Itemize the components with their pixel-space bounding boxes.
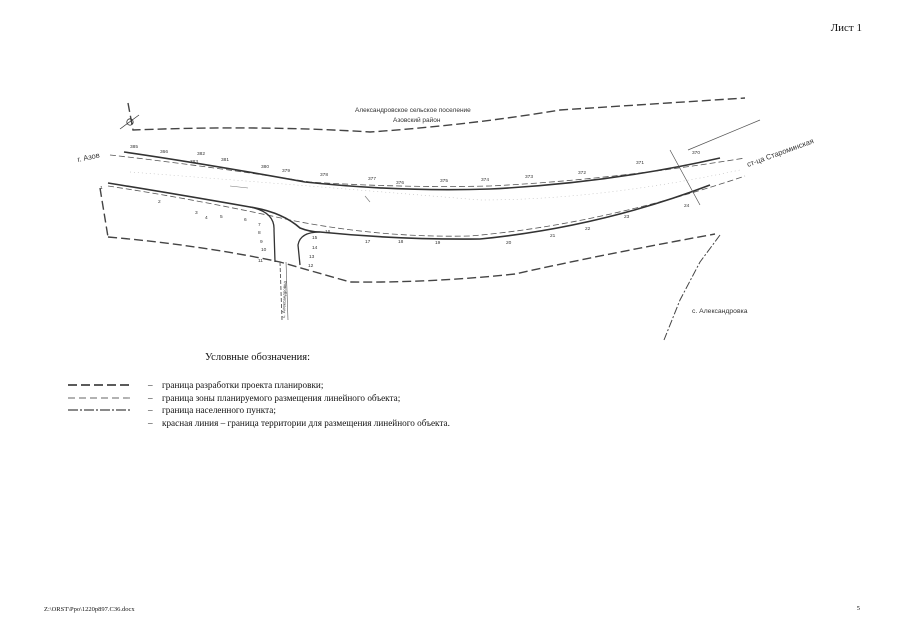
point-label: 18 [398, 239, 404, 245]
point-label: 380 [261, 164, 269, 170]
point-label: 4 [205, 215, 208, 221]
point-label: 376 [396, 180, 404, 186]
point-label: 370 [692, 150, 700, 156]
red-line-lower [107, 182, 711, 240]
point-label: 23 [624, 214, 630, 220]
legend-item-text: граница разработки проекта планировки; [162, 380, 324, 391]
corridor-bottom-line [107, 175, 746, 237]
point-label: 371 [636, 160, 644, 166]
point-label: 15 [312, 235, 318, 241]
legend-item-text: граница населенного пункта; [162, 405, 276, 416]
dashed-heavy-line-icon [68, 384, 132, 387]
road-starominskaya-label: ст-ца Староминская [746, 136, 815, 169]
legend-item-object-zone: – граница зоны планируемого размещения л… [68, 392, 450, 405]
point-label: 13 [309, 254, 315, 260]
point-label: 10 [261, 247, 267, 253]
south-road [279, 261, 283, 321]
road-aleksandrovka-label: с. Александровка [692, 308, 748, 315]
point-label: 21 [550, 233, 556, 239]
planning-boundary-left [99, 187, 109, 238]
point-label: 14 [312, 245, 318, 251]
red-line-upper [123, 151, 721, 191]
corridor-top-line [109, 154, 746, 187]
point-label: 11 [258, 258, 263, 264]
south-branch-left [249, 206, 276, 263]
point-label: 378 [320, 172, 328, 178]
point-label: 373 [525, 174, 533, 180]
legend-title: Условные обозначения: [205, 352, 311, 363]
point-label: 6 [244, 217, 247, 223]
south-branch-right [297, 231, 321, 266]
footer-file-path: Z:\ORST\Ppo\1220p897.СЗ6.docx [44, 606, 135, 613]
planning-boundary-bottom [107, 233, 716, 283]
settlement-boundary [663, 234, 721, 341]
lower-point-labels: 1 2 3 4 5 6 7 8 9 10 11 12 13 14 15 16 1… [100, 185, 690, 269]
point-label: 383 [190, 159, 198, 165]
point-label: 20 [506, 240, 512, 246]
solid-line-icon [68, 422, 132, 424]
point-label: 16 [325, 229, 331, 235]
point-label: 22 [585, 226, 591, 232]
upper-point-labels: 385 366 382 383 381 380 379 378 377 376 … [130, 144, 700, 186]
point-label: 382 [197, 151, 205, 157]
legend: – граница разработки проекта планировки;… [68, 379, 450, 429]
point-label: 17 [365, 239, 371, 245]
point-label: 9 [260, 239, 263, 245]
point-label: 12 [308, 263, 314, 269]
dash-dot-line-icon [68, 409, 132, 412]
point-label: 3 [195, 210, 198, 216]
point-label: 19 [435, 240, 441, 246]
legend-item-text: граница зоны планируемого размещения лин… [162, 392, 401, 403]
dashed-thin-line-icon [68, 397, 132, 399]
point-label: 372 [578, 170, 586, 176]
footer-page-number: 5 [856, 605, 860, 612]
point-label: 5 [220, 214, 223, 220]
legend-item-settlement-boundary: – граница населенного пункта; [68, 404, 450, 417]
planning-boundary-top [127, 97, 746, 133]
point-label: 24 [684, 203, 690, 209]
road-south-label: с. Александровка [281, 281, 287, 318]
legend-item-red-line: – красная линия – граница территории для… [68, 417, 450, 430]
point-label: 381 [221, 157, 229, 163]
point-label: 7 [258, 222, 261, 228]
point-label: 377 [368, 176, 376, 182]
point-label: 375 [440, 178, 448, 184]
point-label: 374 [481, 177, 489, 183]
point-label: 379 [282, 168, 290, 174]
point-label: 366 [160, 149, 168, 155]
point-label: 1 [100, 185, 103, 191]
road-azov-label: г. Азов [77, 150, 101, 163]
point-label: 8 [258, 230, 261, 236]
point-label: 385 [130, 144, 138, 150]
legend-item-text: красная линия – граница территории для р… [162, 418, 450, 429]
sheet-label: Лист 1 [830, 22, 862, 34]
south-road-2 [285, 261, 289, 321]
point-label: 2 [158, 199, 161, 205]
legend-item-planning-boundary: – граница разработки проекта планировки; [68, 379, 450, 392]
district-label: Азовский район [393, 116, 441, 124]
settlement-label: Александровское сельское поселение [355, 107, 471, 114]
